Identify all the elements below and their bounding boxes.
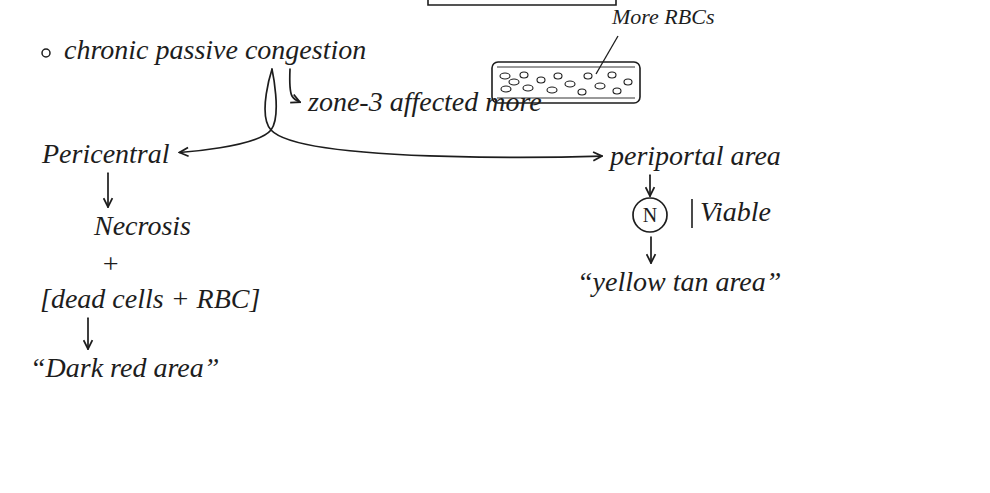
node-text: Necrosis [94, 210, 191, 242]
arrow-connector [649, 175, 651, 196]
leader-line [596, 36, 618, 74]
process-text: [dead cells + RBC] [38, 283, 262, 315]
circle-outline [633, 198, 667, 232]
bullet-mark [42, 49, 50, 57]
note-text: Viable [700, 196, 771, 228]
node-text: “Dark red area” [30, 352, 219, 384]
arrow-connector [180, 69, 277, 152]
node-text: zone-3 affected more [308, 86, 542, 118]
arrow-connector [265, 69, 602, 157]
circle-marker: N [631, 196, 669, 234]
node-text: periportal area [610, 140, 781, 172]
topic-heading: chronic passive congestion [62, 34, 368, 66]
branch-heading: Pericentral [40, 138, 172, 170]
node-text: Pericentral [42, 138, 170, 170]
node-text: [dead cells + RBC] [40, 283, 260, 315]
node-text: chronic passive congestion [64, 34, 366, 66]
node-text: “yellow tan area” [577, 266, 781, 298]
callout-label: More RBCs [612, 4, 714, 29]
note-text: zone-3 affected more [306, 86, 544, 118]
node-text: N [643, 204, 657, 227]
branch-heading: periportal area [608, 140, 783, 172]
arrow-connector [107, 173, 109, 207]
result-text: “yellow tan area” [575, 266, 783, 298]
plus-sign: + [101, 248, 120, 280]
divider-bar [691, 199, 693, 228]
arrow-connector [290, 69, 300, 102]
cut-box-edge [428, 0, 616, 5]
arrow-connector [87, 318, 89, 349]
arrow-connector [650, 237, 652, 263]
result-text: “Dark red area” [28, 352, 221, 384]
process-text: Necrosis [92, 210, 193, 242]
